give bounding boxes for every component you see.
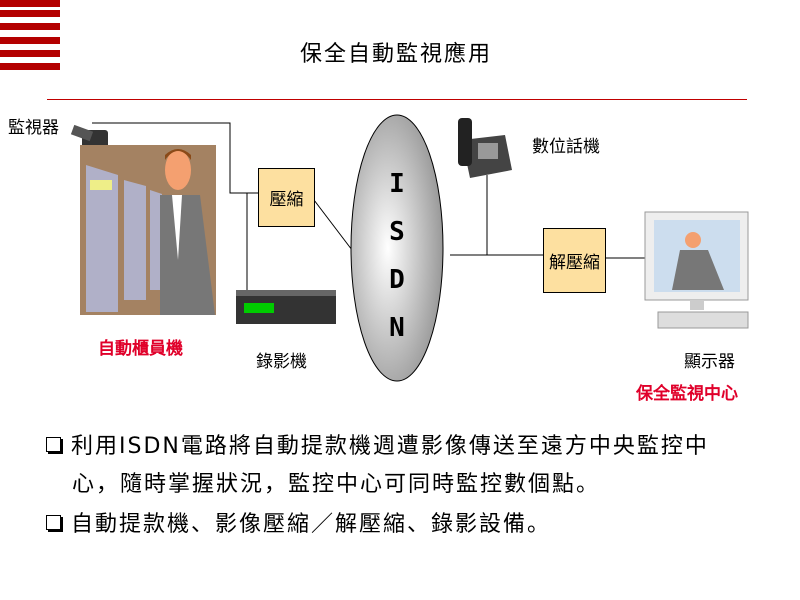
atm-label: 自動櫃員機	[98, 339, 183, 359]
checkbox-bullet-icon	[46, 515, 61, 530]
isdn-letter: N	[389, 313, 405, 343]
decompress-label: 解壓縮	[549, 253, 600, 273]
compress-box: 壓縮	[258, 168, 315, 227]
compress-label: 壓縮	[269, 190, 304, 210]
monitor-icon	[644, 211, 749, 329]
isdn-network	[350, 114, 444, 382]
isdn-label: I S D N	[386, 160, 408, 352]
bullet-text: 心，隨時掌握狀況，監控中心可同時監控數個點。	[72, 472, 601, 497]
checkbox-bullet-icon	[46, 437, 61, 452]
isdn-letter: I	[389, 169, 405, 199]
atm-illustration	[80, 145, 216, 315]
bullet-text: 自動提款機、影像壓縮／解壓縮、錄影設備。	[71, 512, 552, 537]
phone-label: 數位話機	[532, 137, 600, 157]
phone-icon	[458, 118, 512, 178]
monitor-label: 顯示器	[684, 352, 735, 372]
vcr-label: 錄影機	[256, 352, 307, 372]
bullet-1: 利用ISDN電路將自動提款機週遭影像傳送至遠方中央監控中	[46, 428, 709, 460]
isdn-letter: D	[389, 265, 405, 295]
camera-label: 監視器	[8, 118, 59, 138]
bullet-2: 自動提款機、影像壓縮／解壓縮、錄影設備。	[46, 506, 551, 538]
bullet-1-cont: 心，隨時掌握狀況，監控中心可同時監控數個點。	[72, 466, 600, 498]
decompress-box: 解壓縮	[543, 228, 606, 293]
vcr-icon	[236, 290, 336, 324]
title-divider	[47, 99, 747, 100]
bullet-text: 利用ISDN電路將自動提款機週遭影像傳送至遠方中央監控中	[71, 434, 709, 459]
center-label: 保全監視中心	[636, 384, 738, 404]
page-title: 保全自動監視應用	[300, 42, 493, 67]
isdn-letter: S	[389, 217, 405, 247]
